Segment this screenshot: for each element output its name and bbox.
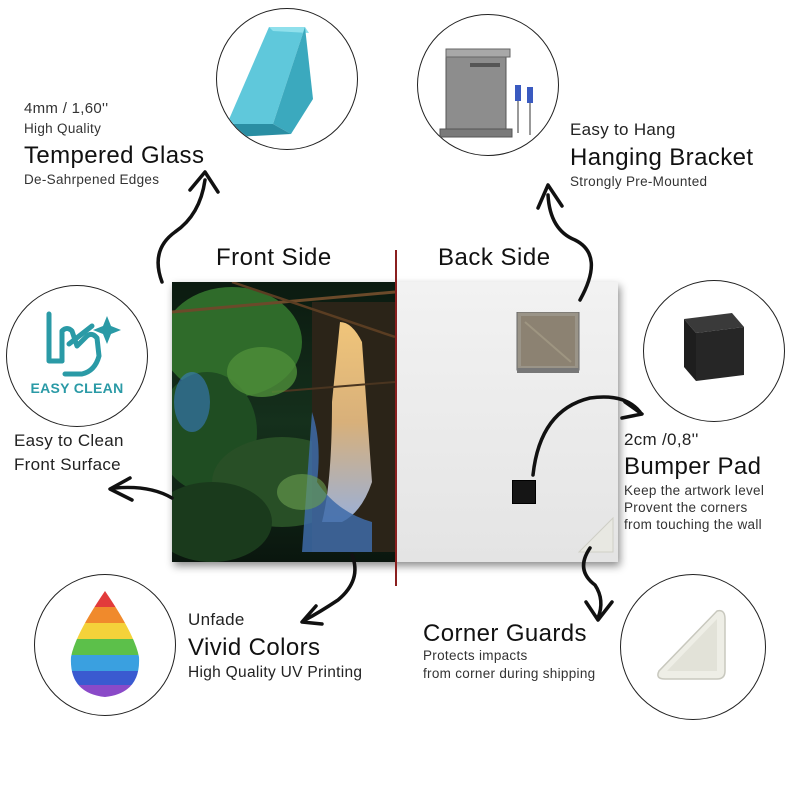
mounted-bumper-pad	[512, 480, 536, 504]
product-panel	[172, 282, 618, 562]
corner-guards-circle	[620, 574, 766, 720]
easy-clean-line1: Easy to Clean	[14, 431, 124, 450]
glass-edge-icon	[227, 27, 313, 137]
front-side-artwork	[172, 282, 395, 562]
corner-guards-line1: Protects impacts	[423, 648, 528, 663]
tempered-glass-title: Tempered Glass	[24, 142, 205, 169]
front-side-label: Front Side	[216, 244, 332, 271]
bumper-pad-line1: Keep the artwork level	[624, 483, 765, 498]
bumper-pad-icon	[684, 313, 744, 381]
hanging-bracket-top: Easy to Hang	[570, 120, 676, 139]
mounted-bracket	[515, 312, 581, 374]
corner-guards-title: Corner Guards	[423, 620, 587, 647]
hanging-bracket-subtitle: Strongly Pre-Mounted	[570, 174, 708, 189]
arrow-tempered-glass	[156, 178, 207, 284]
arrow-easy-clean	[113, 485, 174, 500]
easy-clean-circle: EASY CLEAN	[6, 285, 148, 427]
rainbow-drop-icon	[70, 591, 140, 697]
arrow-head-vivid-colors	[300, 604, 324, 626]
corner-guards-line2: from corner during shipping	[423, 666, 596, 681]
bracket-icon	[439, 48, 533, 138]
arrow-head-easy-clean	[108, 476, 134, 502]
back-side-label: Back Side	[438, 244, 551, 271]
arrow-head-corner-guards	[584, 600, 614, 622]
arrow-head-tempered-glass	[188, 170, 220, 194]
tempered-glass-subtitle: De-Sahrpened Edges	[24, 172, 160, 187]
vivid-colors-circle	[34, 574, 176, 716]
arrow-head-hanging-bracket	[536, 183, 564, 210]
corner-guard-icon	[657, 609, 726, 680]
easy-clean-hands-icon	[46, 311, 121, 377]
arrow-head-bumper-pad	[620, 400, 644, 420]
easy-clean-line2: Front Surface	[14, 455, 121, 474]
vivid-colors-top: Unfade	[188, 610, 245, 629]
hanging-bracket-title: Hanging Bracket	[570, 144, 754, 171]
tempered-glass-circle	[216, 8, 358, 150]
vivid-colors-title: Vivid Colors	[188, 634, 321, 661]
bumper-pad-spec: 2cm /0,8''	[624, 430, 699, 449]
bumper-pad-line3: from touching the wall	[624, 517, 762, 532]
bumper-pad-title: Bumper Pad	[624, 453, 762, 480]
vivid-colors-subtitle: High Quality UV Printing	[188, 664, 363, 681]
easy-clean-badge: EASY CLEAN	[30, 380, 124, 396]
bumper-pad-circle	[643, 280, 785, 422]
arrow-vivid-colors	[303, 553, 357, 622]
back-side	[395, 282, 618, 562]
tempered-glass-spec: 4mm / 1,60''	[24, 100, 109, 117]
tempered-glass-quality: High Quality	[24, 121, 102, 136]
bumper-pad-line2: Provent the corners	[624, 500, 748, 515]
mounted-corner-guard	[575, 514, 615, 554]
hanging-bracket-circle	[417, 14, 559, 156]
front-back-divider	[395, 250, 397, 586]
